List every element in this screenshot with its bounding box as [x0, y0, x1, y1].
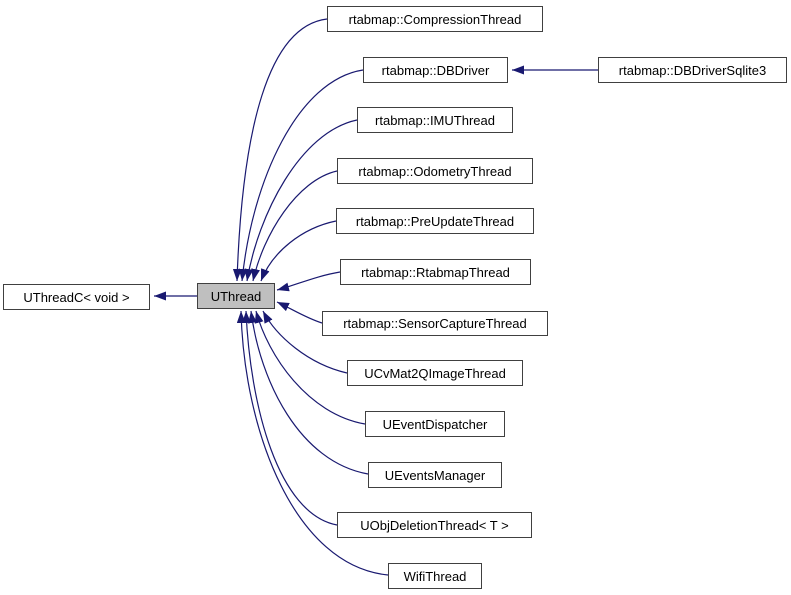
node-rtabmap-rtabmapthread[interactable]: rtabmap::RtabmapThread [340, 259, 531, 285]
edge-ucvmat-to-uthread [262, 310, 348, 374]
node-rtabmap-dbdriversqlite3[interactable]: rtabmap::DBDriverSqlite3 [598, 57, 787, 83]
node-rtabmap-odometrythread[interactable]: rtabmap::OdometryThread [337, 158, 533, 184]
node-uthread[interactable]: UThread [197, 283, 275, 309]
edge-uobjdeletion-to-uthread [242, 310, 338, 526]
node-rtabmap-preupdatethread[interactable]: rtabmap::PreUpdateThread [336, 208, 534, 234]
node-ucvmat2qimagethread[interactable]: UCvMat2QImageThread [347, 360, 523, 386]
edge-sensorcapture-to-uthread [276, 301, 323, 324]
node-rtabmap-imuthread[interactable]: rtabmap::IMUThread [357, 107, 513, 133]
edge-imu-to-uthread [244, 119, 358, 282]
node-ueventdispatcher[interactable]: UEventDispatcher [365, 411, 505, 437]
node-rtabmap-compressionthread[interactable]: rtabmap::CompressionThread [327, 6, 543, 32]
node-uobjdeletionthread-t[interactable]: UObjDeletionThread< T > [337, 512, 532, 538]
edge-preupdate-to-uthread [260, 220, 337, 282]
edge-dbdriver-to-uthread [238, 69, 364, 282]
edge-ueventdispatcher-to-uthread [254, 310, 366, 425]
edge-compression-to-uthread [232, 18, 328, 282]
node-ueventsmanager[interactable]: UEventsManager [368, 462, 502, 488]
node-rtabmap-dbdriver[interactable]: rtabmap::DBDriver [363, 57, 508, 83]
node-rtabmap-sensorcapturethread[interactable]: rtabmap::SensorCaptureThread [322, 311, 548, 336]
inheritance-edges [154, 18, 598, 576]
edge-odometry-to-uthread [251, 170, 338, 282]
edge-rtabmapthread-to-uthread [276, 271, 341, 292]
node-wifithread[interactable]: WifiThread [388, 563, 482, 589]
edge-wifi-to-uthread [236, 310, 389, 576]
edge-ueventsmanager-to-uthread [248, 310, 369, 475]
node-uthreadc-void[interactable]: UThreadC< void > [3, 284, 150, 310]
